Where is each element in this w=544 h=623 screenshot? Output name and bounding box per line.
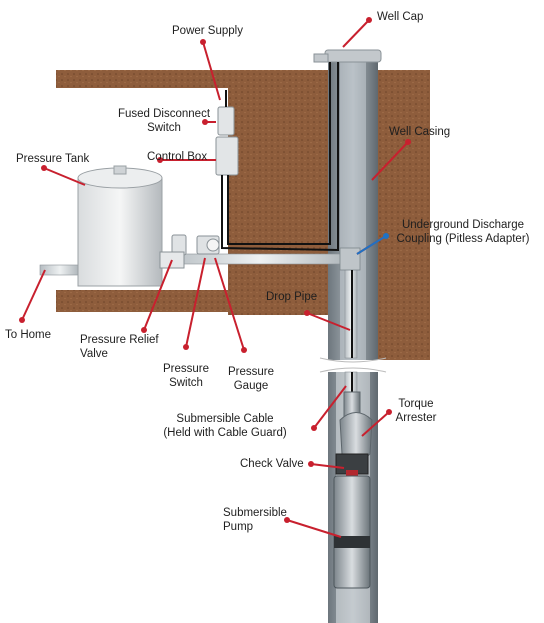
- label-submersible-cable: Submersible Cable(Held with Cable Guard): [163, 413, 287, 439]
- power-cables: [221, 62, 353, 392]
- label-power-supply: Power Supply: [172, 25, 243, 37]
- label-drop-pipe: Drop Pipe: [266, 291, 318, 303]
- leader-dots: [19, 17, 411, 523]
- well-casing-upper: [328, 58, 378, 360]
- label-well-casing: Well Casing: [389, 126, 451, 138]
- discharge-line: [39, 247, 361, 276]
- label-check-valve: Check Valve: [240, 458, 304, 470]
- discharge-coupling-leader: [356, 233, 389, 255]
- label-to-home: To Home: [5, 329, 52, 341]
- leader-lines: [21, 19, 409, 538]
- label-control-box: Control Box: [147, 151, 208, 163]
- label-well-cap: Well Cap: [377, 11, 424, 23]
- well-cap-shape: [313, 49, 382, 63]
- pressure-tank-shape: [77, 165, 163, 287]
- pump-assembly: [333, 391, 373, 589]
- pressure-fittings: [159, 234, 220, 269]
- label-pressure-tank: Pressure Tank: [16, 153, 90, 165]
